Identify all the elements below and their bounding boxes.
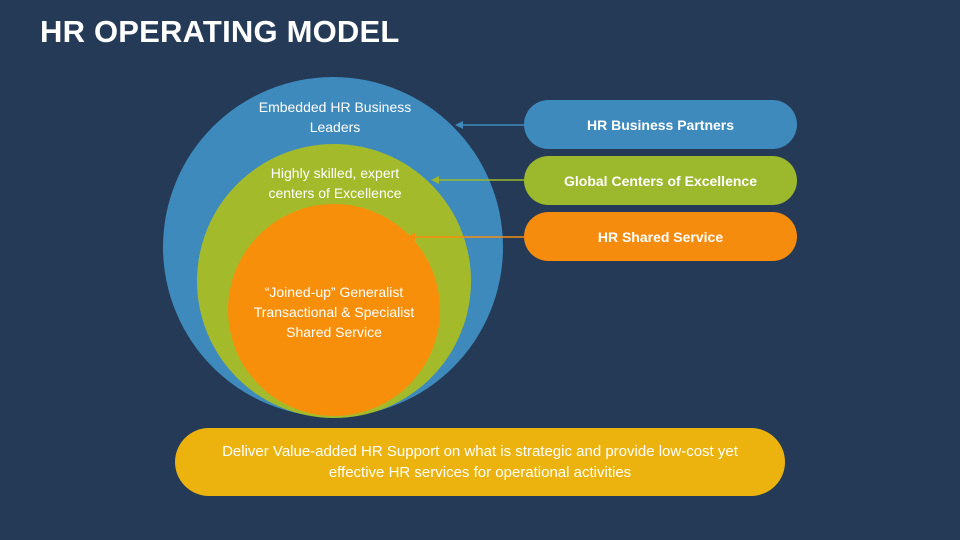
arrow-head-3 xyxy=(407,233,415,241)
arrow-head-1 xyxy=(455,121,463,129)
inner-circle-label: “Joined-up” Generalist Transactional & S… xyxy=(253,284,415,340)
outer-circle-label: Embedded HR Business Leaders xyxy=(258,99,412,135)
connector-3 xyxy=(407,233,524,241)
global-centers-of-excellence-button[interactable]: Global Centers of Excellence xyxy=(524,156,797,205)
page-title: HR OPERATING MODEL xyxy=(40,14,400,49)
hr-shared-service-button[interactable]: HR Shared Service xyxy=(524,212,797,261)
connector-1 xyxy=(455,121,524,129)
middle-circle-label: Highly skilled, expert centers of Excell… xyxy=(268,165,402,201)
connector-2 xyxy=(431,176,524,184)
inner-circle xyxy=(228,204,440,416)
arrow-head-2 xyxy=(431,176,439,184)
pill-label: HR Business Partners xyxy=(586,116,735,133)
banner-text: Deliver Value-added HR Support on what i… xyxy=(222,443,738,481)
pill-label: HR Shared Service xyxy=(597,228,724,245)
hr-business-partners-button[interactable]: HR Business Partners xyxy=(524,100,797,149)
value-banner: Deliver Value-added HR Support on what i… xyxy=(175,428,785,496)
pill-label: Global Centers of Excellence xyxy=(564,172,757,189)
